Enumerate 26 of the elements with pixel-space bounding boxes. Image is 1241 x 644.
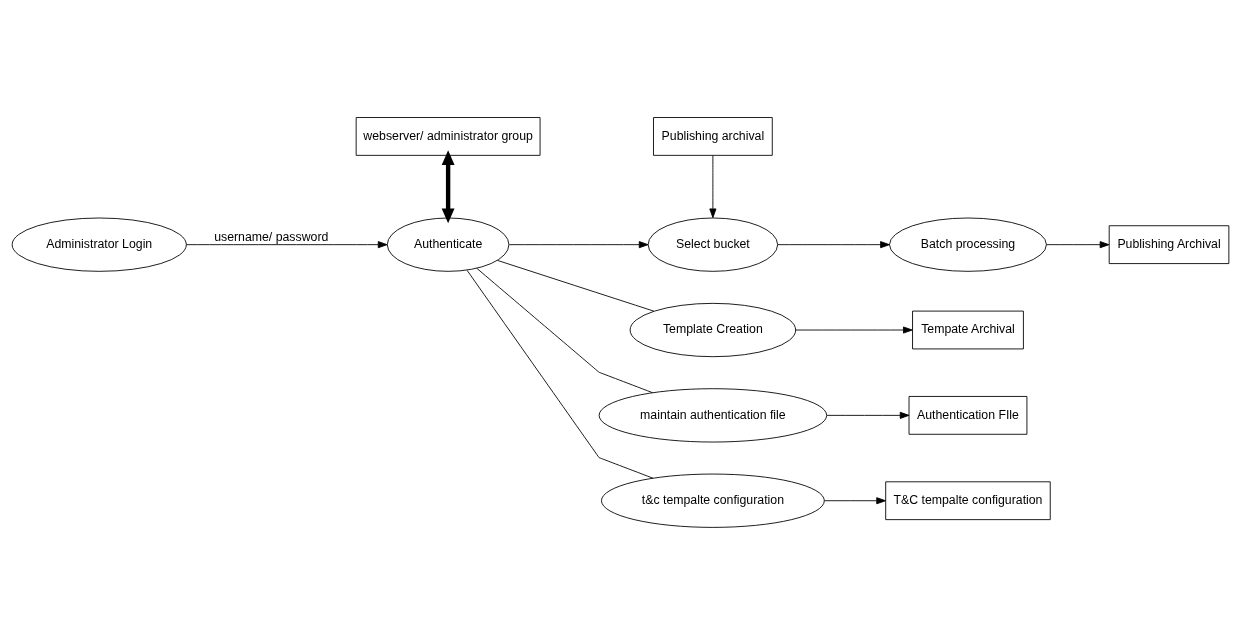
arrow (824, 496, 886, 504)
node-box: webserver/ administrator group (355, 116, 541, 156)
arrow (185, 240, 388, 248)
node-ellipse: maintain authentication file (598, 387, 828, 442)
connector (476, 267, 653, 393)
arrow (777, 240, 890, 248)
node-ellipse: Authenticate (386, 217, 510, 272)
node-box: Publishing Archival (1108, 224, 1230, 264)
arrow (709, 154, 717, 218)
arrow (826, 411, 910, 419)
node-box: Tempate Archival (912, 310, 1024, 349)
node-ellipse: Select bucket (647, 217, 779, 272)
node-box: Publishing archival (653, 116, 773, 156)
edge-label: username/ password (214, 229, 329, 244)
node-ellipse: Batch processing (889, 217, 1047, 272)
node-ellipse: Template Creation (629, 302, 797, 357)
node-box: Authentication FIle (908, 395, 1028, 435)
connector (497, 259, 655, 312)
arrow (508, 240, 649, 248)
node-box: T&C tempalte configuration (885, 480, 1051, 520)
arrow (441, 149, 455, 223)
connector (466, 269, 654, 479)
node-ellipse: t&c tempalte configuration (601, 473, 825, 528)
node-ellipse: Administrator Login (11, 217, 187, 272)
arrow (1046, 240, 1110, 248)
arrow (795, 326, 913, 334)
